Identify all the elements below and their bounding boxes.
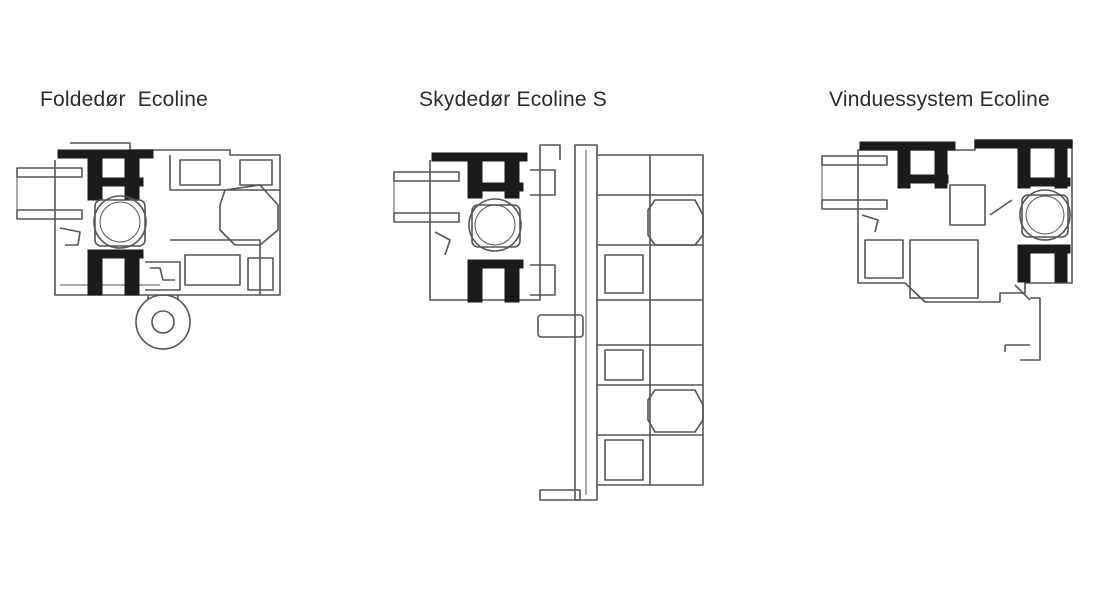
panel-title: Vinduessystem Ecoline — [829, 88, 1050, 111]
panel-title: Foldedør Ecoline — [40, 88, 208, 111]
panel-title: Skydedør Ecoline S — [419, 88, 608, 111]
